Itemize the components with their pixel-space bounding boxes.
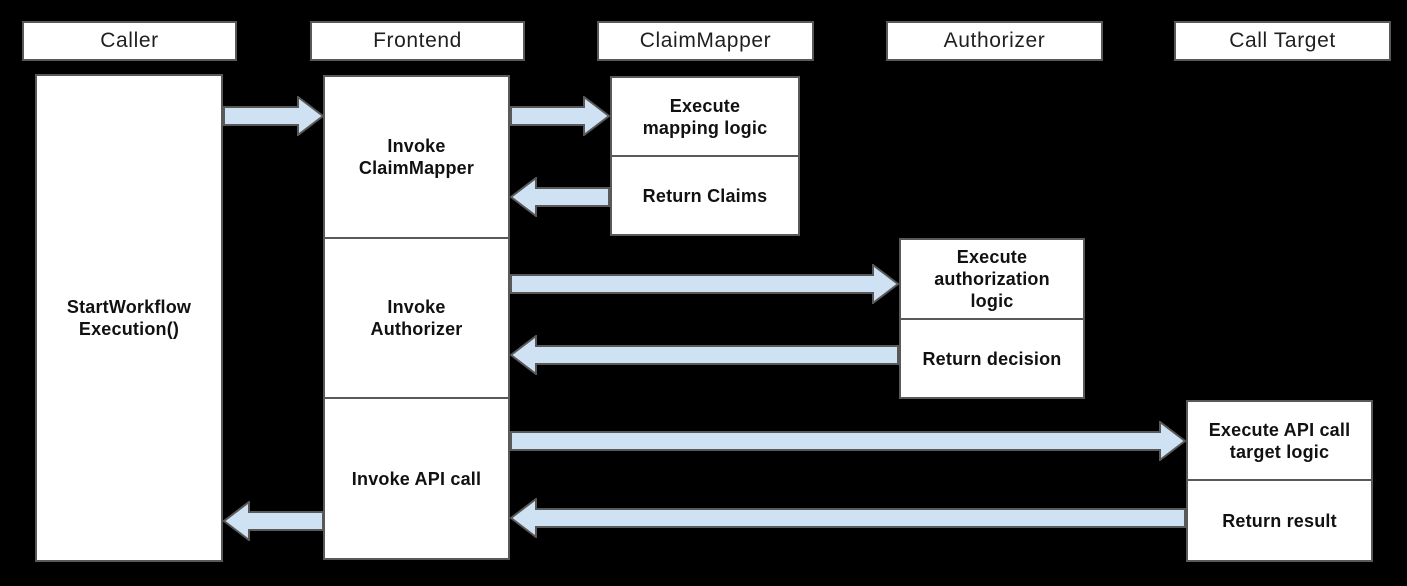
activation-claimmapper: Execute mapping logic Return Claims [610,76,800,236]
step-return-decision: Return decision [901,318,1083,397]
step-return-decision-label: Return decision [922,348,1062,369]
step-return-result-label: Return result [1222,510,1337,531]
lane-header-authorizer-label: Authorizer [943,29,1046,52]
step-execute-mapping-logic-label: Execute mapping logic [642,95,768,138]
arrow-frontend-to-authorizer-request [510,264,899,304]
lane-header-calltarget: Call Target [1174,21,1391,61]
activation-frontend: Invoke ClaimMapper Invoke Authorizer Inv… [323,75,510,560]
lane-header-claimmapper-label: ClaimMapper [639,29,772,52]
step-invoke-api-call-label: Invoke API call [351,468,482,489]
step-invoke-claimmapper: Invoke ClaimMapper [325,77,508,237]
step-invoke-authorizer-label: Invoke Authorizer [370,297,463,339]
lane-header-frontend-label: Frontend [373,29,462,52]
arrow-authorizer-to-frontend-return [510,335,899,375]
step-execute-api-call-target-logic: Execute API call target logic [1188,402,1371,479]
lane-header-claimmapper: ClaimMapper [597,21,814,61]
step-execute-authorization-logic: Execute authorization logic [901,240,1083,318]
step-execute-authorization-logic-label: Execute authorization logic [934,247,1050,311]
arrow-frontend-to-claimmapper-request [510,96,610,136]
step-execute-api-call-target-logic-label: Execute API call target logic [1208,419,1351,462]
step-return-claims-label: Return Claims [642,185,768,206]
step-start-workflow-execution: StartWorkflow Execution() [37,76,221,560]
arrow-claimmapper-to-frontend-return [510,177,610,217]
arrow-frontend-to-calltarget-request [510,421,1186,461]
lane-header-frontend: Frontend [310,21,525,61]
activation-calltarget: Execute API call target logic Return res… [1186,400,1373,562]
lane-header-caller-label: Caller [100,29,159,52]
activation-caller: StartWorkflow Execution() [35,74,223,562]
step-return-result: Return result [1188,479,1371,560]
step-execute-mapping-logic: Execute mapping logic [612,78,798,155]
step-invoke-claimmapper-label: Invoke ClaimMapper [358,136,475,178]
step-start-workflow-execution-label: StartWorkflow Execution() [66,297,192,339]
lane-header-caller: Caller [22,21,237,61]
step-return-claims: Return Claims [612,155,798,234]
lane-header-calltarget-label: Call Target [1229,29,1336,52]
arrow-caller-to-frontend-request [223,96,324,136]
arrow-frontend-to-caller-return [223,501,324,541]
lane-header-authorizer: Authorizer [886,21,1103,61]
step-invoke-authorizer: Invoke Authorizer [325,237,508,397]
activation-authorizer: Execute authorization logic Return decis… [899,238,1085,399]
arrow-calltarget-to-frontend-return [510,498,1186,538]
step-invoke-api-call: Invoke API call [325,397,508,558]
